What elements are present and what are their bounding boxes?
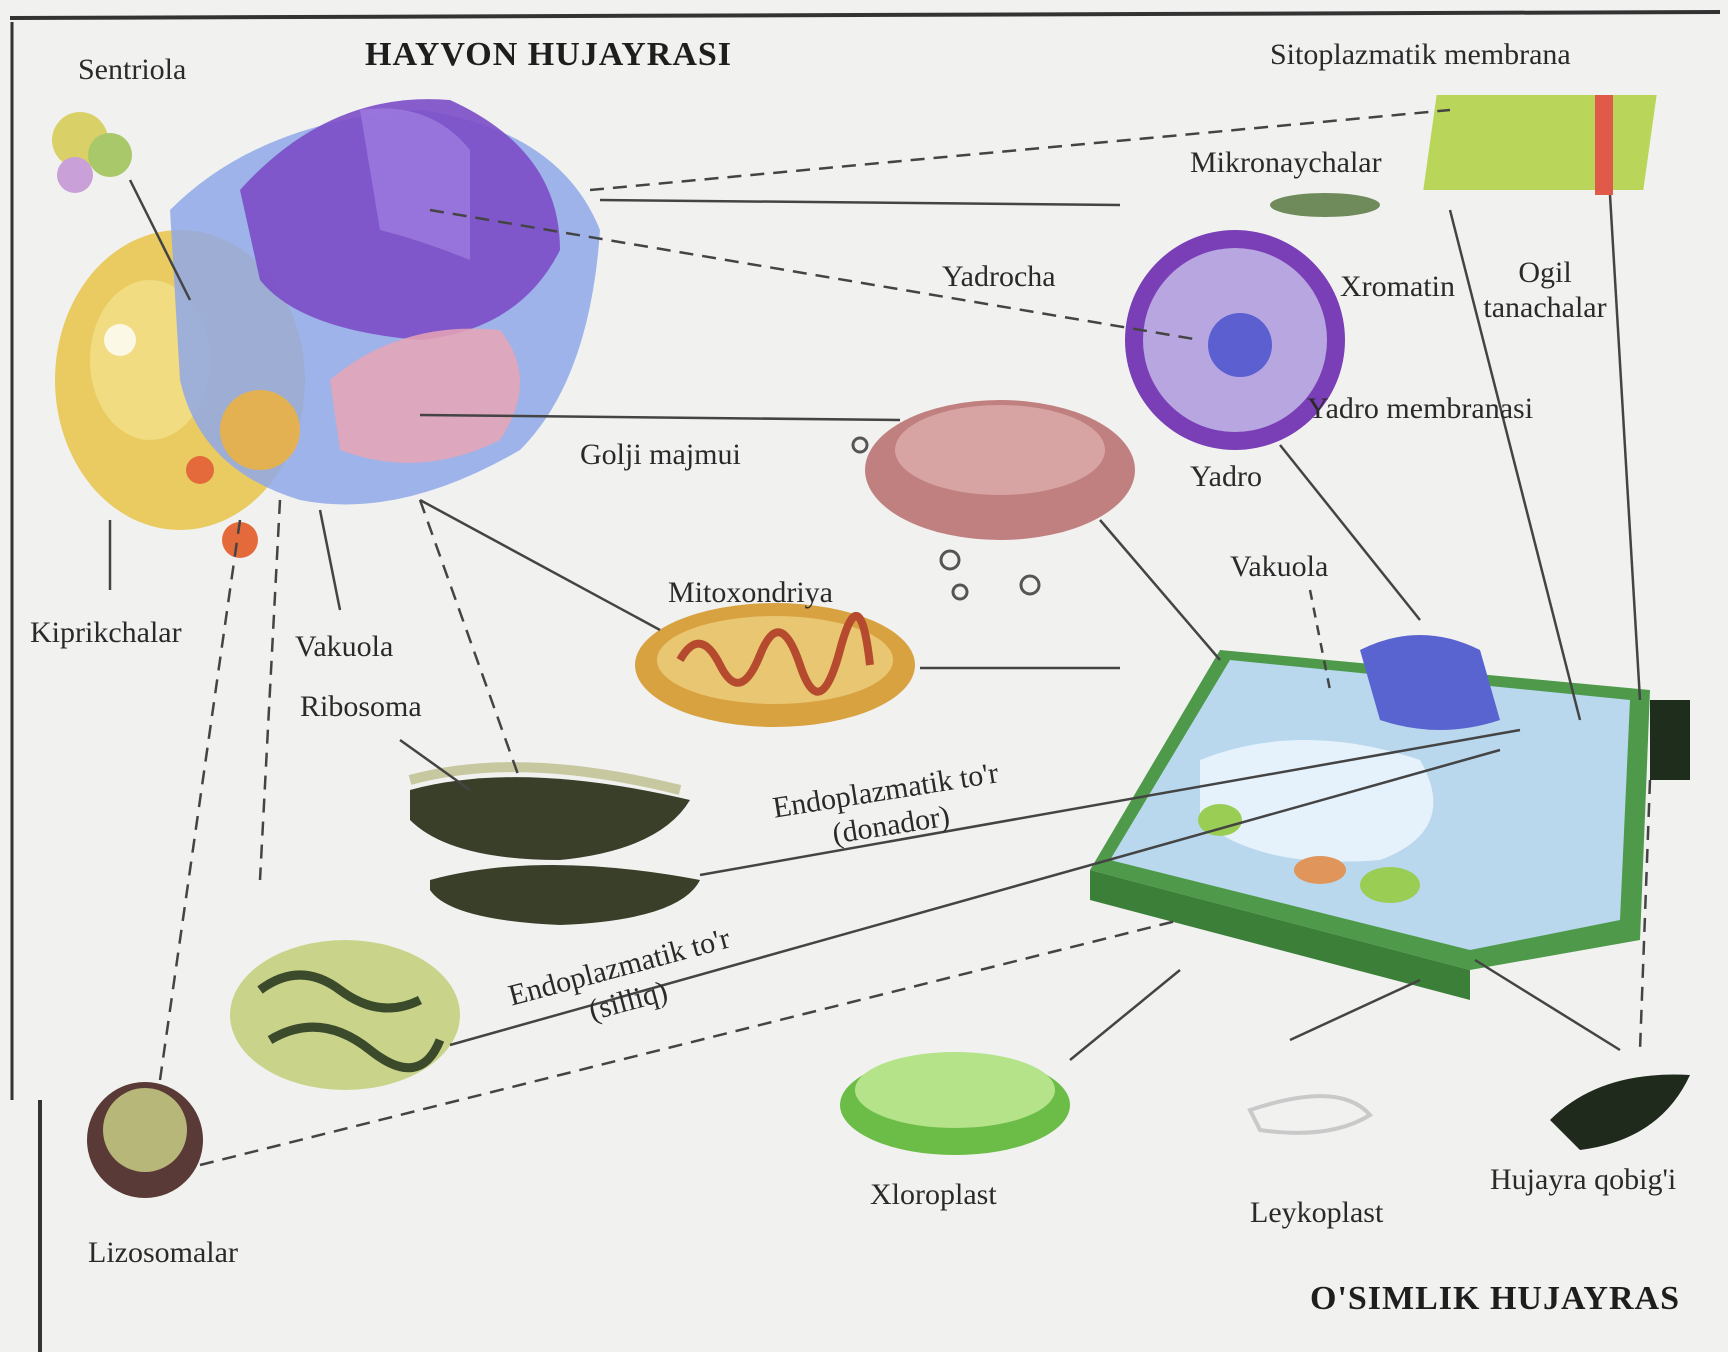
animal-cell [55, 99, 600, 558]
rough-er-icon [410, 767, 700, 925]
label-vakuola-plant: Vakuola [1230, 552, 1328, 582]
top-border [10, 12, 1720, 18]
cell-wall-piece-icon [1550, 1075, 1690, 1150]
label-mikronaychalar: Mikronaychalar [1190, 148, 1382, 178]
membrane-block-icon [1423, 95, 1656, 195]
label-leykoplast: Leykoplast [1250, 1198, 1383, 1228]
title-plant-cell: O'SIMLIK HUJAYRAS [1310, 1282, 1680, 1316]
microtubule-icon [1270, 193, 1380, 217]
plant-cell [1090, 635, 1690, 1000]
smooth-er-icon [230, 940, 460, 1090]
title-animal-cell: HAYVON HUJAYRASI [365, 38, 732, 72]
label-hujayra-qobigi: Hujayra qobig'i [1490, 1165, 1676, 1195]
label-xloroplast: Xloroplast [870, 1180, 997, 1210]
leucoplast-icon [1250, 1096, 1370, 1133]
label-xromatin: Xromatin [1340, 272, 1455, 302]
golgi-icon [853, 400, 1135, 599]
label-yadro-membranasi: Yadro membranasi [1300, 392, 1540, 427]
label-sitoplazmatik-membrana: Sitoplazmatik membrana [1270, 40, 1571, 70]
label-ogil-tanachalar: Ogil tanachalar [1480, 256, 1610, 325]
label-mitoxondriya: Mitoxondriya [668, 578, 833, 608]
label-sentriola: Sentriola [78, 55, 186, 85]
label-golji-majmui: Golji majmui [580, 440, 741, 470]
label-kiprikchalar: Kiprikchalar [30, 618, 182, 648]
chloroplast-icon [840, 1052, 1070, 1155]
label-vakuola-animal: Vakuola [295, 632, 393, 662]
label-ribosoma: Ribosoma [300, 692, 422, 722]
lysosome-icon [87, 1082, 203, 1198]
mitochondria-icon [635, 603, 915, 727]
centriole-icon [52, 112, 132, 193]
label-lizosomalar: Lizosomalar [88, 1238, 238, 1268]
label-yadro: Yadro [1190, 462, 1262, 492]
label-yadrocha: Yadrocha [942, 262, 1056, 292]
